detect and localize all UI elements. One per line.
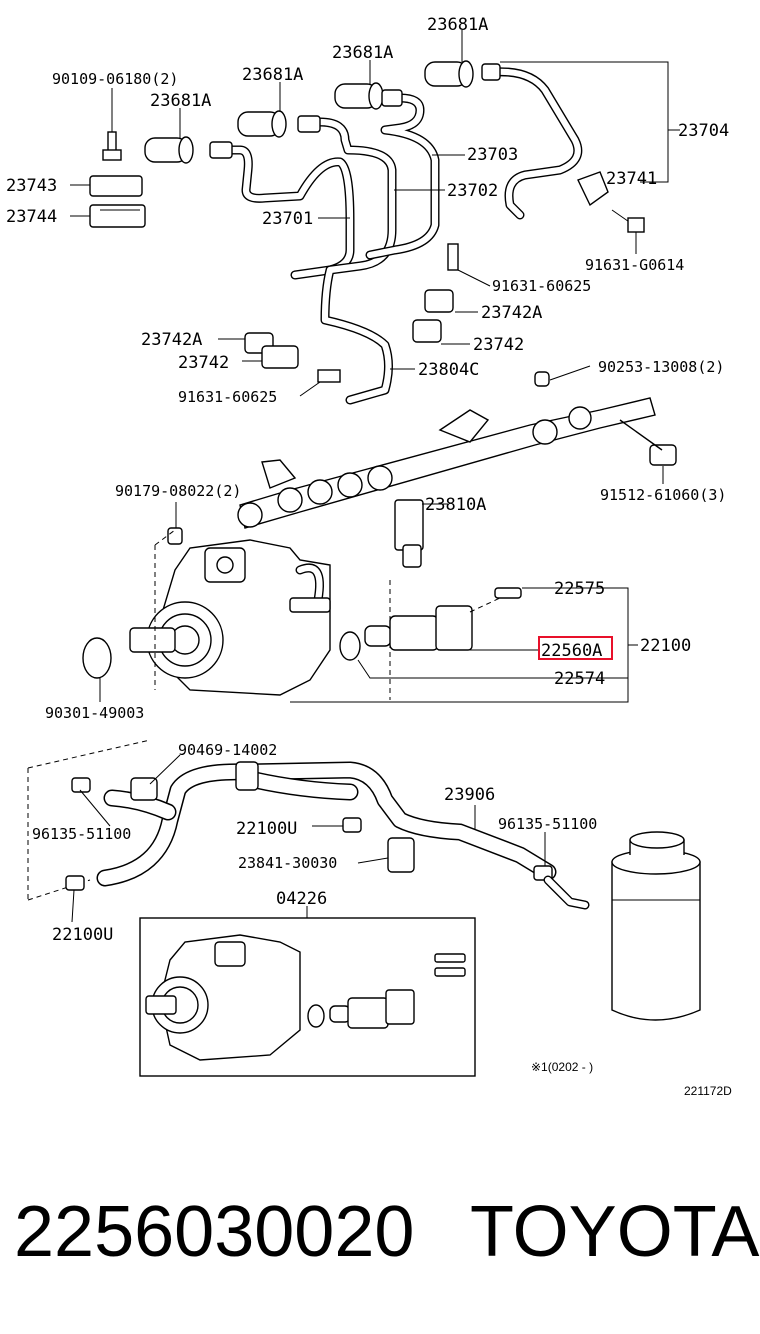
callout-22100u-2: 22100U [52,925,113,945]
callout-23744: 23744 [6,207,57,227]
callout-91631-60625-2: 91631-60625 [178,388,277,406]
callout-23841-30030: 23841-30030 [238,854,337,872]
callout-23742-1: 23742 [473,335,524,355]
common-rail-group [237,371,677,568]
callout-90253-13008: 90253-13008(2) [598,358,724,376]
callout-23701: 23701 [262,209,313,229]
part-number: 2256030020 [14,1192,415,1272]
callout-22560a: 22560A [541,641,602,661]
callout-23681a-2: 23681A [242,65,303,85]
footer: 2256030020 TOYOTA [0,1190,760,1280]
pump-kit-box [139,917,476,1077]
leader-lines [70,30,680,923]
callout-96135-51100-2: 96135-51100 [32,825,131,843]
callout-23681a-1: 23681A [150,91,211,111]
callout-23743: 23743 [6,176,57,196]
callout-96135-51100-1: 96135-51100 [498,815,597,833]
callout-23810a: 23810A [425,495,486,515]
fuel-hose-group [27,739,590,910]
callout-91512-61060: 91512-61060(3) [600,486,726,504]
callout-90179-08022: 90179-08022(2) [115,482,241,500]
callout-23741: 23741 [606,169,657,189]
callout-23704: 23704 [678,121,729,141]
callout-23742a-2: 23742A [141,330,202,350]
suction-control-valve-group [364,587,522,651]
callout-22100: 22100 [640,636,691,656]
callout-23681a-4: 23681A [427,15,488,35]
callout-23742-2: 23742 [178,353,229,373]
brand-name: TOYOTA [470,1192,760,1272]
callout-labels: 90109-06180(2) 23681A 23681A 23681A 2368… [6,15,732,1098]
callout-22575: 22575 [554,579,605,599]
callout-04226: 04226 [276,889,327,909]
callout-23906: 23906 [444,785,495,805]
callout-23702: 23702 [447,181,498,201]
callout-91631-60625-1: 91631-60625 [492,277,591,295]
callout-23804c: 23804C [418,360,479,380]
callout-91631-g0614: 91631-G0614 [585,256,684,274]
callout-23703: 23703 [467,145,518,165]
footnote-text: ※1(0202 - ) [531,1060,593,1074]
fuel-filter-group [611,831,701,1021]
callout-22100u-1: 22100U [236,819,297,839]
highlight-box-22560a [538,636,613,660]
supply-pump-group [82,527,391,700]
callout-23742a-1: 23742A [481,303,542,323]
callout-23681a-3: 23681A [332,43,393,63]
drawing-code: 221172D [684,1084,732,1098]
callout-90469-14002: 90469-14002 [178,741,277,759]
injection-pipes-group [89,60,645,405]
callout-90301-49003: 90301-49003 [45,704,144,722]
callout-90109-06180: 90109-06180(2) [52,70,178,88]
callout-22574: 22574 [554,669,605,689]
